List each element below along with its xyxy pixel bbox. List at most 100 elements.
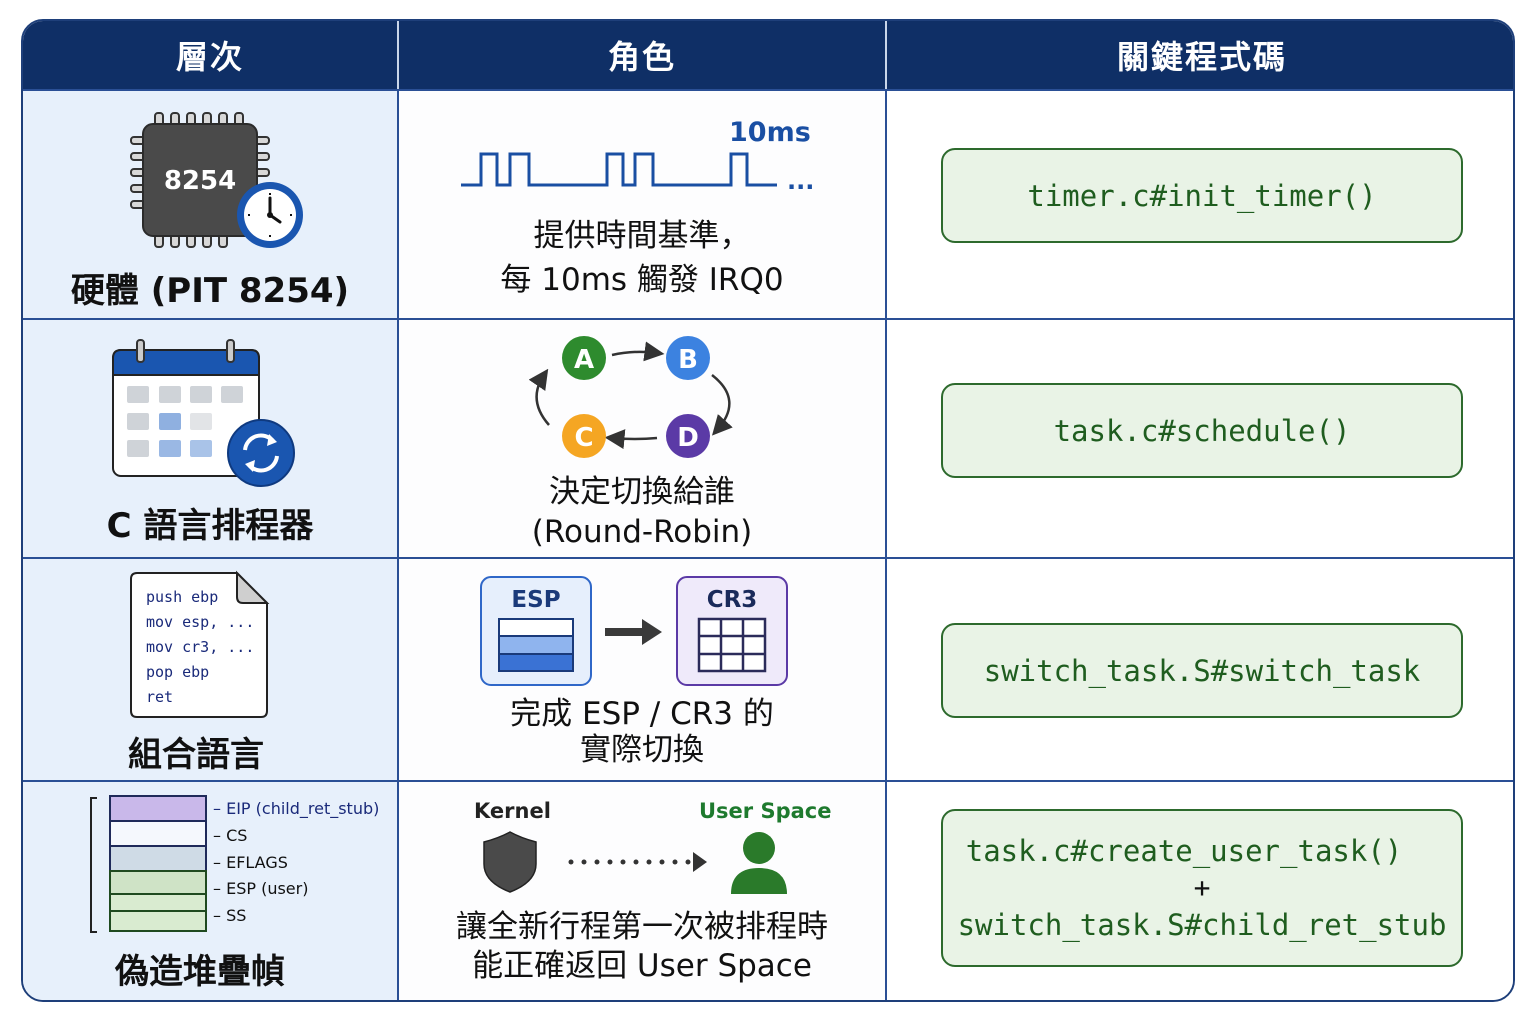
role-line: 決定切換給誰 [549, 474, 735, 510]
asm-line: mov cr3, ... [146, 638, 255, 656]
layer-label: C 語言排程器 [106, 506, 314, 546]
code-reference-box: timer.c#init_timer() [941, 148, 1463, 243]
asm-document-icon [130, 570, 270, 718]
layer-cell: – EIP (child_ret_stub) – CS – EFLAGS – E… [23, 782, 397, 1000]
asm-code-snippet: push ebp mov esp, ... mov cr3, ... pop e… [146, 585, 254, 710]
role-cell: A B C D 決定切換給誰 (Round-Robin) [399, 320, 885, 557]
cr3-page-table-icon: CR3 [676, 576, 788, 686]
arrow-d-to-c [604, 429, 658, 450]
asm-line: mov esp, ... [146, 613, 255, 631]
code-reference-box: switch_task.S#switch_task [941, 623, 1463, 718]
layer-cell: 8254 硬體 (PIT 8254) [23, 91, 397, 318]
asm-line: ret [146, 688, 174, 706]
svg-text:CR3: CR3 [707, 587, 758, 613]
kernel-to-user-diagram: Kernel User Space [474, 799, 831, 894]
column-divider [885, 320, 887, 557]
layer-cell: C 語言排程器 [23, 320, 397, 557]
arrow-right-icon [605, 619, 662, 645]
code-joiner-plus: + [1193, 871, 1211, 904]
role-cell: Kernel User Space 讓全新行程第一次被排程時 能正確返回 Use [399, 782, 885, 1000]
square-wave-diagram: 10ms ... [461, 117, 814, 195]
table-header: 層次 角色 關鍵程式碼 [23, 21, 1513, 89]
layer-cell: push ebp mov esp, ... mov cr3, ... pop e… [23, 559, 397, 780]
role-line: 能正確返回 User Space [472, 947, 812, 984]
svg-text:C: C [574, 423, 593, 453]
column-divider [885, 559, 887, 780]
svg-text:A: A [574, 345, 594, 375]
role-description: 讓全新行程第一次被排程時 能正確返回 User Space [399, 908, 885, 986]
stack-label-eip: – EIP (child_ret_stub) [213, 799, 379, 819]
column-divider [885, 91, 887, 318]
layers-table: 層次 角色 關鍵程式碼 8254 [21, 19, 1515, 1002]
esp-cr3-switch-diagram: ESP CR3 [480, 576, 788, 686]
chip-label: 8254 [164, 166, 236, 196]
code-reference: switch_task.S#child_ret_stub [957, 908, 1447, 942]
stack-frame-icon: – EIP (child_ret_stub) – CS – EFLAGS – E… [90, 795, 379, 933]
user-space-label: User Space [699, 799, 831, 823]
column-divider [885, 782, 887, 1000]
stack-label-eflags: – EFLAGS [213, 853, 288, 872]
stack-label-cs: – CS [213, 826, 247, 845]
code-reference: switch_task.S#switch_task [983, 653, 1421, 688]
role-line: 每 10ms 觸發 IRQ0 [500, 262, 784, 299]
role-line: 實際切換 [580, 731, 704, 768]
column-divider [397, 320, 399, 557]
asm-line: pop ebp [146, 663, 210, 681]
code-reference: timer.c#init_timer() [1027, 178, 1377, 213]
svg-text:ESP: ESP [511, 587, 560, 613]
clock-icon [237, 182, 303, 248]
dotted-arrow [568, 852, 707, 872]
task-node-a: A [562, 336, 606, 380]
task-node-b: B [666, 336, 710, 380]
round-robin-diagram: A B C D [528, 336, 733, 458]
table-row-hardware: 8254 硬體 (PIT 8254) 10ms [23, 89, 1513, 318]
svg-text:D: D [677, 423, 699, 453]
shield-icon [483, 831, 537, 893]
role-line: 提供時間基準， [533, 218, 751, 254]
header-divider [885, 21, 887, 89]
sync-icon [227, 419, 295, 487]
table-row-scheduler: C 語言排程器 A B [23, 318, 1513, 557]
code-reference-box: task.c#create_user_task() + switch_task.… [941, 809, 1463, 967]
task-node-d: D [666, 414, 710, 458]
stack-label-ss: – SS [213, 906, 246, 925]
role-line: 讓全新行程第一次被排程時 [456, 909, 828, 945]
header-role: 角色 [607, 38, 676, 76]
role-cell: 10ms ... 提供時間基準， 每 10ms 觸發 IRQ0 [399, 91, 885, 318]
layer-label: 組合語言 [128, 735, 264, 775]
code-reference: task.c#schedule() [1053, 413, 1351, 448]
column-divider [397, 782, 399, 1000]
arrow-a-to-b [611, 341, 665, 362]
role-description: 決定切換給誰 (Round-Robin) [399, 472, 885, 553]
role-description: 完成 ESP / CR3 的 實際切換 [399, 696, 885, 768]
kernel-label: Kernel [474, 799, 551, 823]
arrow-c-to-a [528, 368, 550, 426]
role-cell: ESP CR3 [399, 559, 885, 780]
code-cell: task.c#schedule() [887, 320, 1513, 557]
table-row-assembly: push ebp mov esp, ... mov cr3, ... pop e… [23, 557, 1513, 780]
column-divider [397, 559, 399, 780]
esp-register-icon: ESP [480, 576, 592, 686]
wave-ellipsis: ... [787, 167, 814, 195]
code-cell: timer.c#init_timer() [887, 91, 1513, 318]
column-divider [397, 91, 399, 318]
table-row-fake-stack-frame: – EIP (child_ret_stub) – CS – EFLAGS – E… [23, 780, 1513, 1000]
arrow-b-to-d [711, 374, 733, 436]
square-wave-line [461, 152, 777, 187]
code-reference-box: task.c#schedule() [941, 383, 1463, 478]
chip-with-clock-icon: 8254 [130, 112, 303, 248]
user-icon [731, 832, 787, 894]
asm-line: push ebp [146, 588, 219, 606]
code-reference: task.c#create_user_task() [965, 834, 1403, 868]
code-cell: task.c#create_user_task() + switch_task.… [887, 782, 1513, 1000]
task-node-c: C [562, 414, 606, 458]
role-description: 提供時間基準， 每 10ms 觸發 IRQ0 [399, 216, 885, 301]
wave-period-label: 10ms [729, 117, 811, 148]
layer-label: 硬體 (PIT 8254) [70, 271, 350, 311]
role-line: (Round-Robin) [531, 514, 753, 551]
svg-text:B: B [678, 345, 698, 375]
header-divider [397, 21, 399, 89]
layer-label: 偽造堆疊幀 [115, 952, 285, 992]
stack-label-esp-user: – ESP (user) [213, 879, 308, 898]
code-cell: switch_task.S#switch_task [887, 559, 1513, 780]
